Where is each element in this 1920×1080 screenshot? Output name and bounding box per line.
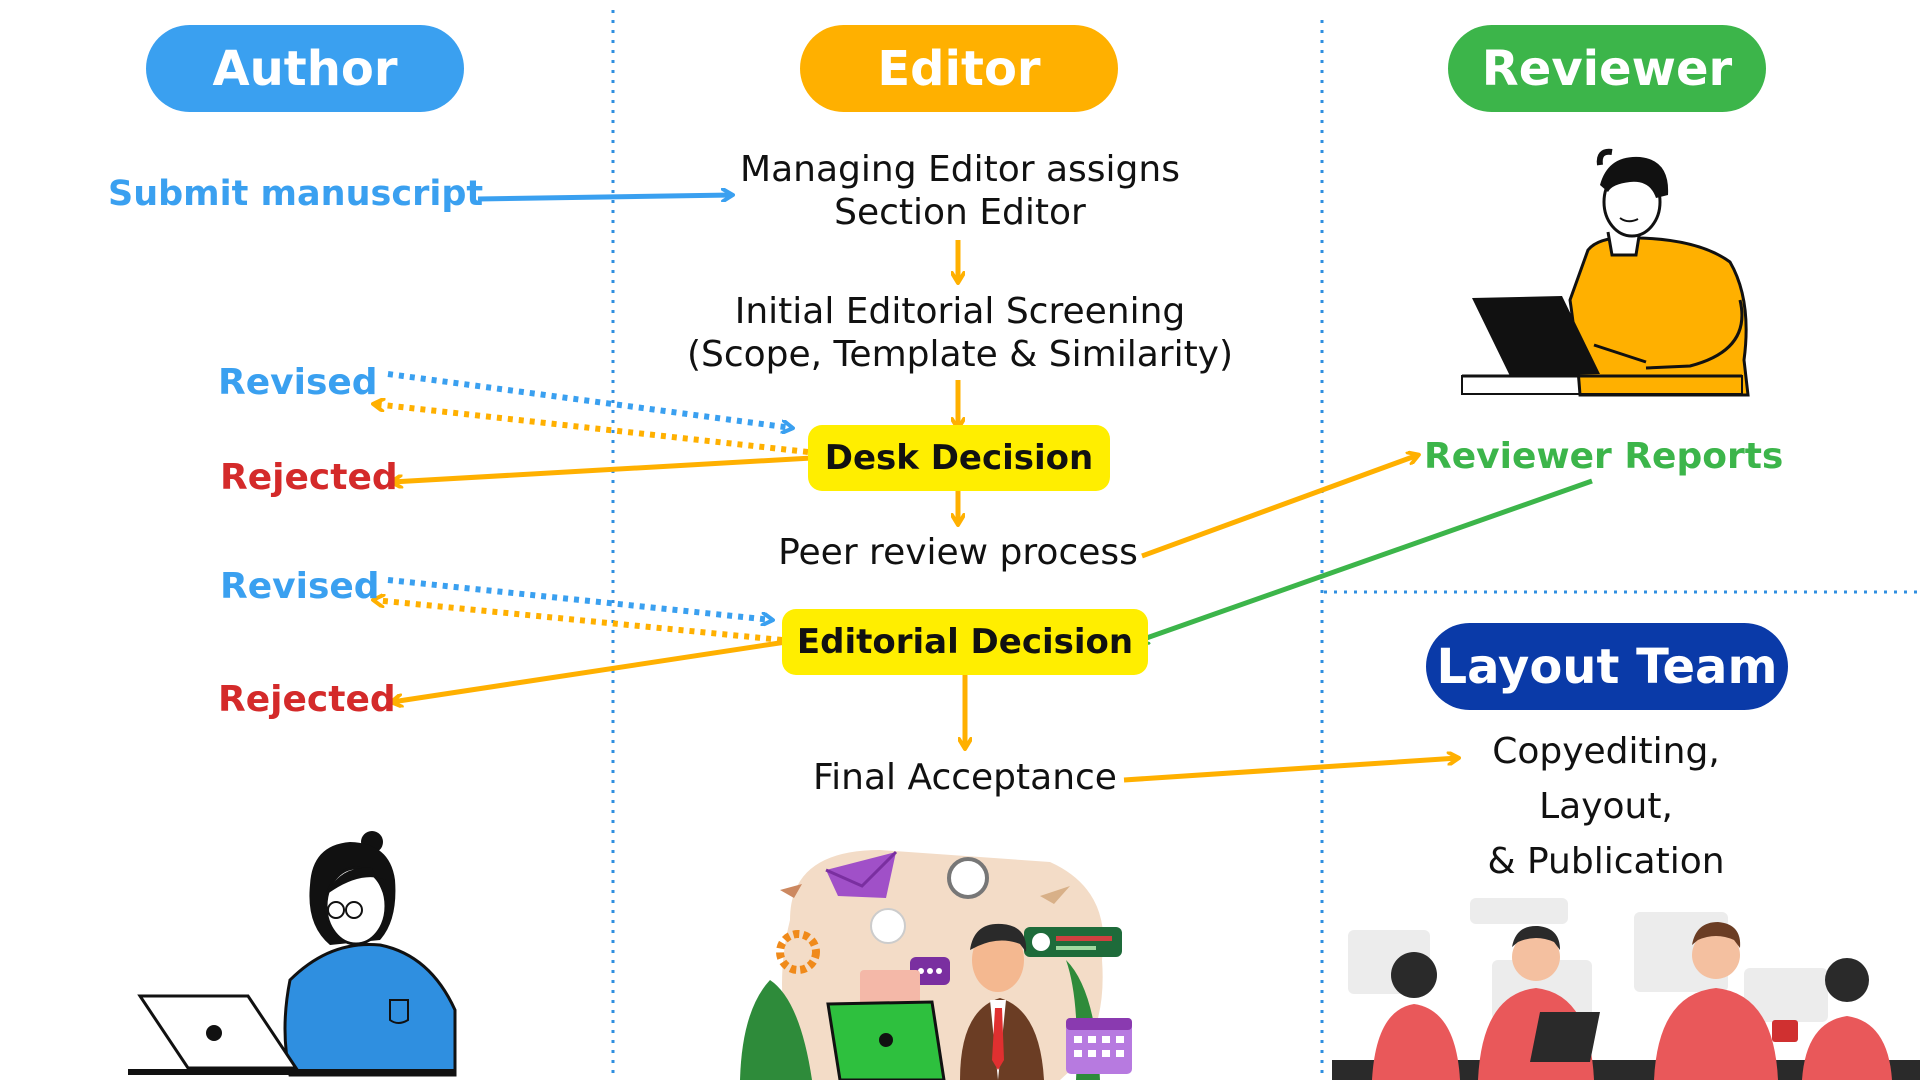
role-editor-label: Editor — [877, 40, 1041, 97]
screening-line-1: Initial Editorial Screening — [734, 291, 1186, 332]
rejected-label-2: Rejected — [218, 679, 396, 720]
role-layout-team-label: Layout Team — [1436, 638, 1778, 695]
role-author-label: Author — [212, 40, 398, 97]
arrow-submit — [477, 195, 732, 199]
editorial-decision-box: Editorial Decision — [782, 609, 1148, 675]
role-author-pill: Author — [146, 25, 464, 112]
arrow-revised-to-desk — [387, 371, 792, 428]
editorial-decision-label: Editorial Decision — [796, 622, 1134, 662]
arrow-reports-to-editorial — [1138, 478, 1593, 641]
submit-manuscript-label: Submit manuscript — [108, 174, 484, 214]
reviewer-reports-label: Reviewer Reports — [1424, 436, 1784, 477]
desk-decision-box: Desk Decision — [808, 425, 1110, 491]
man-at-laptop-illustration — [1461, 148, 1750, 397]
role-layout-team-pill: Layout Team — [1426, 623, 1788, 710]
arrow-desk-to-revised — [374, 404, 809, 455]
layout-line-3: & Publication — [1487, 841, 1725, 882]
desk-decision-label: Desk Decision — [824, 438, 1094, 478]
screening-line-2: (Scope, Template & Similarity) — [686, 334, 1234, 375]
arrow-editorial-to-revised — [374, 600, 783, 643]
assign-line-2: Section Editor — [834, 192, 1086, 233]
woman-at-laptop-illustration — [128, 831, 457, 1077]
role-editor-pill: Editor — [800, 25, 1118, 112]
rejected-label-1: Rejected — [220, 457, 398, 498]
arrow-revised-to-editorial — [387, 577, 772, 620]
role-reviewer-label: Reviewer — [1481, 40, 1733, 97]
arrow-desk-to-rejected — [392, 455, 813, 482]
revised-label-1: Revised — [218, 362, 378, 403]
assign-section-editor-step: Managing Editor assigns Section Editor — [740, 148, 1180, 234]
revised-label-2: Revised — [220, 566, 380, 607]
initial-screening-step: Initial Editorial Screening (Scope, Temp… — [687, 290, 1233, 376]
assign-line-1: Managing Editor assigns — [740, 149, 1180, 190]
peer-review-step: Peer review process — [778, 532, 1138, 573]
layout-line-1: Copyediting, — [1492, 731, 1720, 772]
arrow-editorial-to-rejected — [392, 639, 787, 702]
copyediting-publication-step: Copyediting, Layout, & Publication — [1487, 724, 1724, 889]
final-acceptance-step: Final Acceptance — [813, 757, 1117, 798]
arrow-peer-to-reports — [1141, 455, 1418, 559]
arrow-final-to-layout — [1123, 758, 1458, 783]
team-meeting-illustration — [1332, 898, 1920, 1080]
layout-line-2: Layout, — [1539, 786, 1673, 827]
editor-workspace-illustration — [740, 850, 1132, 1080]
role-reviewer-pill: Reviewer — [1448, 25, 1766, 112]
